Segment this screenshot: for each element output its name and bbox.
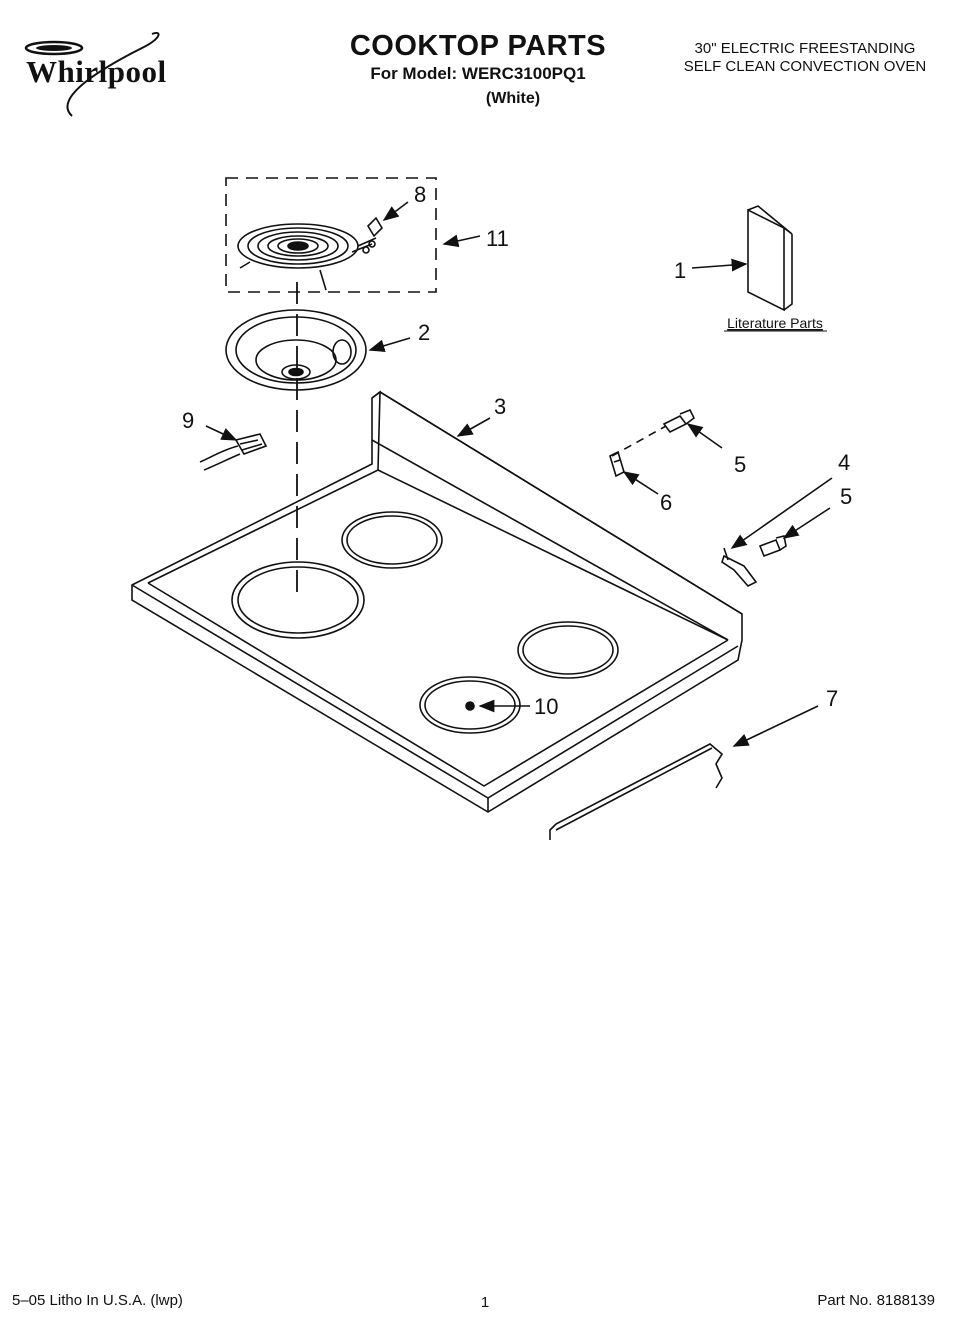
drip-bowl <box>225 309 367 391</box>
leader-3 <box>456 417 491 437</box>
leader-6 <box>622 471 659 495</box>
cooktop-main-top <box>131 390 743 813</box>
callout-7: 7 <box>826 686 838 711</box>
literature-parts-booklet <box>747 205 793 312</box>
callout-3: 3 <box>494 394 506 419</box>
callout-9: 9 <box>182 408 194 433</box>
callout-5-lower: 5 <box>840 484 852 509</box>
product-description-line2: SELF CLEAN CONVECTION OVEN <box>683 58 927 75</box>
leader-9 <box>205 425 238 441</box>
leader-11 <box>442 234 481 248</box>
callout-6: 6 <box>660 490 672 515</box>
terminal-block-8 <box>362 216 384 254</box>
page-title: COOKTOP PARTS <box>349 30 607 62</box>
litho-note: 5–05 Litho In U.S.A. (lwp) <box>12 1292 183 1309</box>
burner-opening-rear-left <box>341 511 443 569</box>
model-line: For Model: WERC3100PQ1 <box>370 64 586 83</box>
callout-2: 2 <box>418 320 430 345</box>
wire-rod-7-inner <box>555 747 713 831</box>
callout-4: 4 <box>838 450 850 475</box>
burner-opening-front-left <box>231 561 365 639</box>
whirlpool-swirl-icon <box>24 32 160 117</box>
bracket-4 <box>721 547 758 587</box>
receptacle <box>199 433 268 471</box>
leader-4 <box>730 477 833 549</box>
part-number: Part No. 8188139 <box>817 1292 935 1309</box>
leader-5-upper <box>686 423 723 449</box>
surface-element-box <box>225 177 437 293</box>
callout-1: 1 <box>674 258 686 283</box>
callout-10: 10 <box>534 694 558 719</box>
callout-5-upper: 5 <box>734 452 746 477</box>
callout-8: 8 <box>414 182 426 207</box>
leader-1 <box>691 258 748 272</box>
page-number: 1 <box>480 1294 490 1311</box>
literature-parts-label: Literature Parts <box>727 315 823 331</box>
leader-2 <box>368 337 411 352</box>
wire-rod-7 <box>549 743 724 840</box>
burner-opening-rear-right <box>517 621 619 679</box>
screw-upper <box>662 408 696 434</box>
surface-element-coil <box>237 223 377 291</box>
screw-alignment-line <box>611 425 667 457</box>
product-description-line1: 30" ELECTRIC FREESTANDING <box>694 40 916 57</box>
brand-name: Whirlpool <box>26 54 167 89</box>
callout-11: 11 <box>486 226 509 251</box>
leader-7 <box>732 705 819 747</box>
leader-8 <box>382 201 409 221</box>
screw-lower <box>758 535 787 558</box>
whirlpool-logo: Whirlpool <box>12 28 202 118</box>
leader-5-lower <box>782 507 831 539</box>
clip-6 <box>609 450 625 478</box>
burner-opening-front-right <box>419 676 521 734</box>
variant-label: (White) <box>485 90 541 107</box>
